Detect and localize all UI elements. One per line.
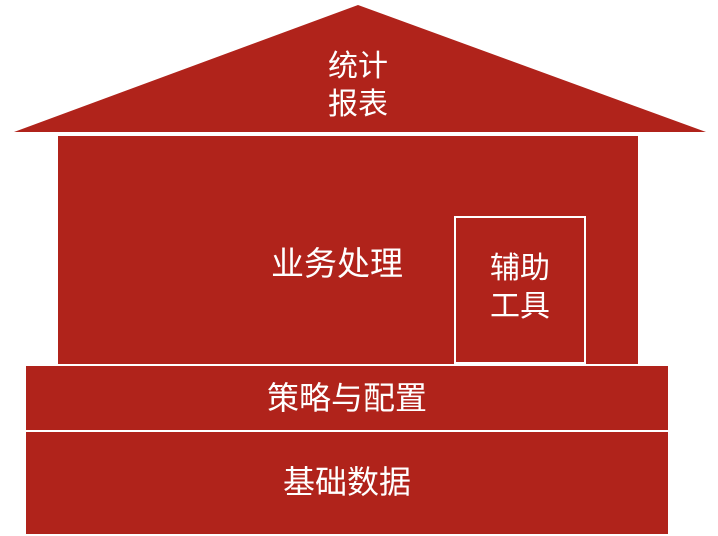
roof-label-line-2: 报表 — [328, 87, 388, 122]
auxiliary-tools-label-line-2: 工具 — [490, 289, 550, 324]
roof-label: 统计 报表 — [308, 48, 408, 124]
roof-triangle — [14, 5, 706, 132]
strategy-config-block — [26, 366, 668, 430]
business-processing-label: 业务处理 — [271, 244, 403, 283]
base-data-block — [26, 432, 668, 534]
base-data-label: 基础数据 — [282, 463, 411, 501]
auxiliary-tools-label: 辅助 工具 — [454, 250, 586, 326]
roof-label-line-1: 统计 — [328, 49, 388, 84]
roof-shape — [14, 5, 706, 132]
auxiliary-tools-label-line-1: 辅助 — [490, 251, 550, 286]
auxiliary-tools-box — [454, 216, 586, 364]
strategy-config-label: 策略与配置 — [266, 379, 427, 417]
